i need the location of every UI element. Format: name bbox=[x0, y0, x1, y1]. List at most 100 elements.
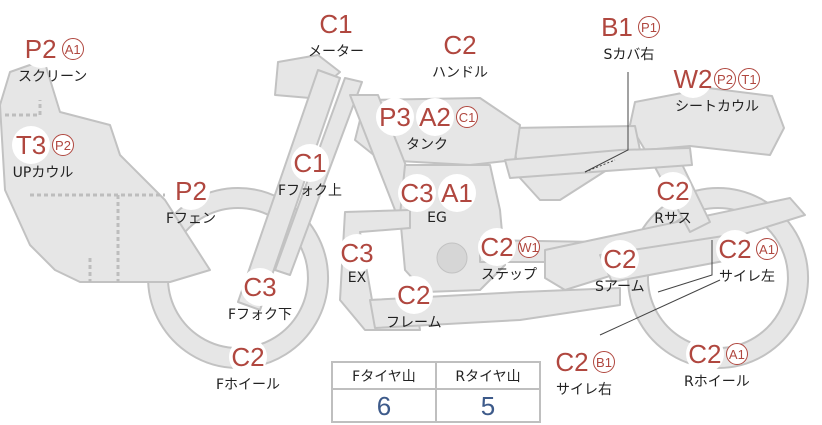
damage-code: P3 bbox=[376, 98, 414, 136]
part-name: Rサス bbox=[654, 211, 692, 227]
damage-code: C1 bbox=[317, 5, 355, 43]
part-name: Fホイール bbox=[216, 377, 281, 393]
damage-code: P2 bbox=[21, 30, 60, 68]
tire-tread-header-row: Fタイヤ山 Rタイヤ山 bbox=[333, 363, 539, 390]
damage-code: C3 bbox=[241, 268, 280, 306]
tire-tread-value-row: 6 5 bbox=[333, 390, 539, 423]
damage-code: B1 bbox=[598, 8, 636, 46]
damage-code: C2 bbox=[685, 335, 724, 373]
damage-codes: C2 bbox=[394, 276, 433, 314]
damage-code: T3 bbox=[12, 126, 50, 164]
damage-subcode: W1 bbox=[518, 236, 540, 258]
damage-subcode: P2 bbox=[714, 68, 736, 90]
damage-code: C2 bbox=[654, 172, 692, 210]
part-name: シートカウル bbox=[675, 99, 759, 115]
damage-codes: C2 bbox=[654, 172, 692, 210]
damage-subcode: T1 bbox=[738, 68, 760, 90]
front-tire-header: Fタイヤ山 bbox=[352, 368, 416, 385]
damage-code: A1 bbox=[438, 174, 476, 212]
damage-code: C3 bbox=[398, 174, 436, 212]
front-tire-value: 6 bbox=[376, 391, 392, 421]
front-fork-shape bbox=[237, 69, 341, 311]
part-name: メーター bbox=[308, 44, 364, 60]
damage-codes: C2 bbox=[600, 240, 639, 278]
damage-subcode: B1 bbox=[593, 351, 615, 373]
part-name: サイレ左 bbox=[719, 269, 775, 285]
damage-codes: C1 bbox=[317, 5, 355, 43]
rear-frame-shape bbox=[504, 147, 693, 179]
leader-s-cover bbox=[584, 72, 629, 173]
damage-code: C1 bbox=[291, 144, 330, 182]
damage-subcode: A1 bbox=[756, 238, 778, 260]
rear-tire-value: 5 bbox=[435, 390, 539, 423]
part-name: UPカウル bbox=[12, 165, 74, 181]
part-name: Sアーム bbox=[595, 279, 645, 295]
part-name: Fフェン bbox=[166, 211, 217, 227]
damage-code: W2 bbox=[674, 60, 713, 98]
damage-code: C2 bbox=[553, 343, 591, 381]
damage-code: C2 bbox=[394, 276, 433, 314]
leader-silencer-right bbox=[599, 279, 721, 336]
damage-codes: C3 bbox=[338, 234, 376, 272]
part-name: Sカバ右 bbox=[603, 47, 655, 63]
part-name: Rホイール bbox=[684, 374, 750, 390]
cowl-shape bbox=[0, 59, 211, 283]
damage-subcode: A1 bbox=[61, 38, 84, 60]
damage-code: C2 bbox=[478, 228, 516, 266]
part-name: EG bbox=[427, 210, 447, 226]
damage-code: C2 bbox=[441, 26, 479, 64]
damage-code: C2 bbox=[600, 240, 639, 278]
part-name: ハンドル bbox=[432, 65, 488, 81]
damage-subcode: A1 bbox=[725, 343, 748, 365]
damage-codes: C2 bbox=[441, 26, 479, 64]
tire-tread-table: Fタイヤ山 Rタイヤ山 6 5 bbox=[331, 361, 541, 423]
damage-subcode: P2 bbox=[52, 134, 74, 156]
rear-tire-header: Rタイヤ山 bbox=[435, 363, 539, 388]
damage-codes: C1 bbox=[291, 144, 330, 182]
leader-silencer-left bbox=[657, 240, 713, 293]
part-name: Fフォク上 bbox=[278, 183, 343, 199]
part-name: Fフォク下 bbox=[228, 307, 293, 323]
part-name: スクリーン bbox=[18, 69, 88, 85]
part-name: サイレ右 bbox=[556, 382, 612, 398]
damage-subcode: P1 bbox=[638, 16, 660, 38]
damage-codes: C2 bbox=[229, 338, 268, 376]
part-name: タンク bbox=[406, 137, 448, 153]
damage-subcode: C1 bbox=[456, 106, 478, 128]
damage-code: C3 bbox=[338, 234, 376, 272]
part-name: フレーム bbox=[386, 315, 442, 331]
damage-codes: C3 bbox=[241, 268, 280, 306]
damage-code: C2 bbox=[716, 230, 754, 268]
damage-codes: P2 bbox=[172, 172, 211, 210]
